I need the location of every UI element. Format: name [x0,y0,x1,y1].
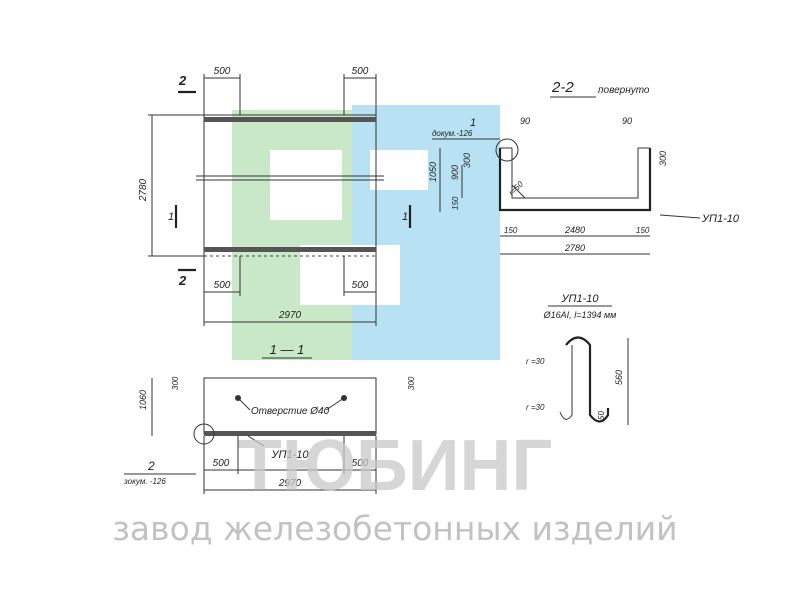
section-2-2-title: 2-2 [551,79,574,96]
section-2-2-dim-1050: 1050 [428,162,438,182]
plan-section-2-top: 2 [178,73,187,88]
watermark-brand: ТЮБИНГ [238,426,553,506]
section-2-2-dim-90-left: 90 [520,116,530,126]
rebar-r-bot: r =30 [526,403,545,412]
rebar-title: УП1-10 [560,293,599,305]
plan-section-1-right: 1 [402,211,408,223]
section-1-1-dim-500-left: 500 [213,458,230,469]
section-2-2-dim-2780: 2780 [564,243,585,253]
section-1-1-dim-1060: 1060 [138,390,148,410]
section-2-2-subtitle: повернуто [598,85,650,96]
plan-view: 500 500 2780 2 2 1 1 500 500 2970 [138,66,412,326]
plan-dim-height: 2780 [138,178,149,202]
plan-section-2-bottom: 2 [178,273,187,288]
section-2-2: 2-2 повернуто 1 докум.-126 90 90 300 300… [428,79,740,255]
section-2-2-dim-r50: r=50 [507,179,525,197]
section-1-1-callout-num: 2 [147,459,155,473]
plan-dim-width: 2970 [278,310,302,321]
section-1-1-callout-doc: зокум. -126 [123,477,166,486]
section-1-1-rebar-label: УП1-10 [270,449,309,461]
section-1-1-title: 1 — 1 [270,342,305,357]
section-2-2-dim-300-left: 300 [462,153,472,168]
section-1-1-dim-500-right: 500 [352,458,369,469]
section-2-2-dim-150-l: 150 [504,226,518,235]
rebar-r-top: r =30 [526,357,545,366]
section-2-2-dim-150-v: 150 [451,196,460,210]
section-1-1-dim-300-left: 300 [171,376,180,390]
section-1-1-hole-label: Отверстие Ø40 [251,406,330,417]
plan-dim-bot-right: 500 [352,280,369,291]
section-1-1: 1 — 1 Отверстие Ø40 УП1-10 1060 300 300 … [123,342,416,494]
section-2-2-dim-300-right: 300 [658,151,668,166]
plan-section-1-left: 1 [168,211,174,223]
section-2-2-rebar-label: УП1-10 [701,213,740,225]
watermark-tagline: завод железобетонных изделий [112,509,677,548]
section-1-1-dim-2970: 2970 [278,478,302,489]
section-1-1-dim-300-right: 300 [407,376,416,390]
section-2-2-dim-90-right: 90 [622,116,632,126]
section-2-2-dim-900: 900 [450,165,460,180]
section-2-2-callout-num: 1 [470,117,476,129]
rebar-detail: УП1-10 Ø16AI, l=1394 мм r =30 r =30 560 … [526,293,629,425]
rebar-spec: Ø16AI, l=1394 мм [543,310,617,320]
rebar-dim-560: 560 [614,370,624,385]
watermark-logo [232,105,500,360]
rebar-dim-50: 50 [597,411,606,420]
plan-dim-bot-left: 500 [214,280,231,291]
plan-dim-top-left: 500 [214,66,231,77]
plan-dim-top-right: 500 [352,66,369,77]
section-2-2-dim-2480: 2480 [564,225,585,235]
section-2-2-callout-doc: докум.-126 [432,129,473,138]
section-2-2-dim-150-r: 150 [636,226,650,235]
